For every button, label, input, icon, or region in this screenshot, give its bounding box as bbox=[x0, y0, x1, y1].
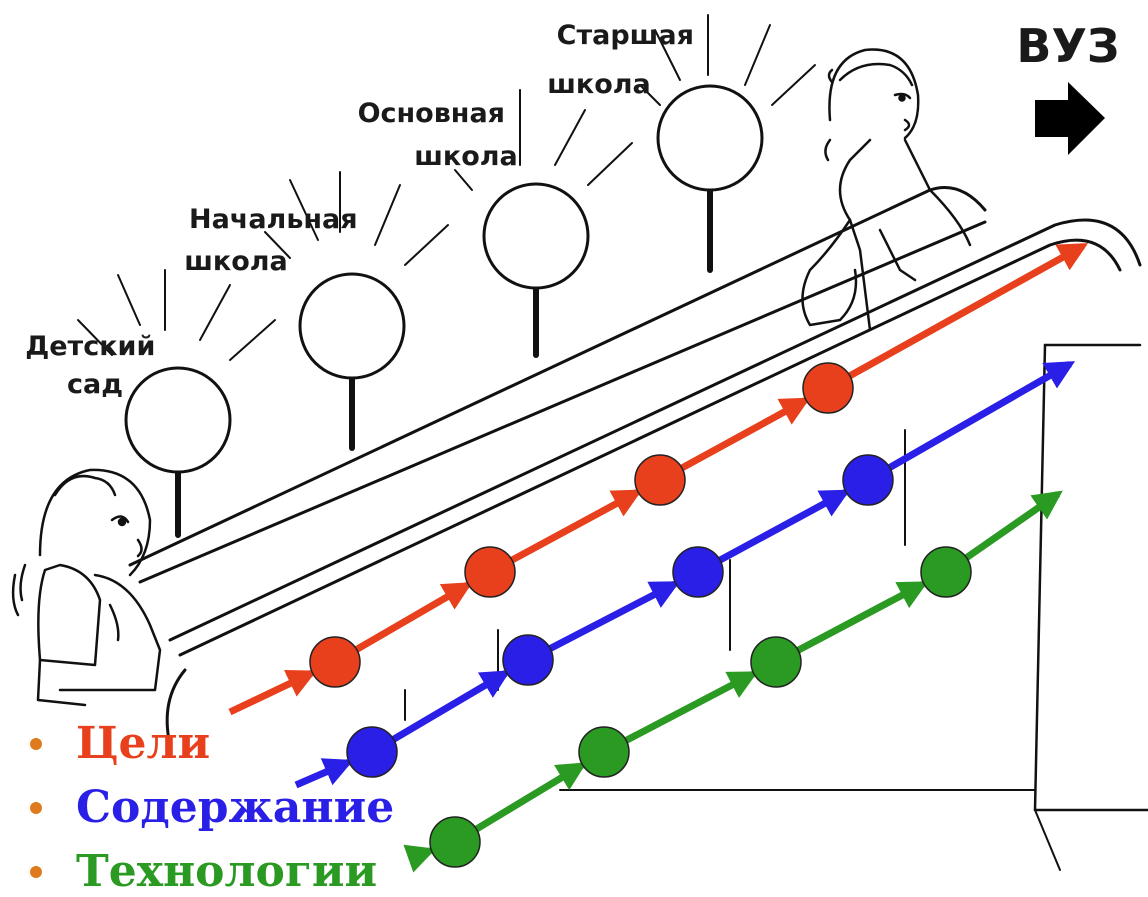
track-technology-arrow bbox=[795, 581, 929, 654]
track-content-arrow bbox=[547, 580, 681, 653]
track-technology-dot bbox=[750, 636, 802, 688]
track-goals-arrow bbox=[509, 489, 643, 564]
child-figure bbox=[11, 468, 162, 707]
track-goals-arrow bbox=[353, 582, 473, 653]
track-goals-dot bbox=[802, 362, 854, 414]
track-goals-arrow bbox=[679, 397, 811, 472]
track-content-dot bbox=[842, 454, 894, 506]
track-technology-dot bbox=[578, 726, 630, 778]
stage-sign-primary bbox=[298, 272, 406, 451]
track-content-dot bbox=[672, 546, 724, 598]
track-content-arrow bbox=[390, 670, 511, 743]
teen-figure bbox=[801, 48, 972, 332]
legend-bullet bbox=[30, 738, 42, 750]
legend-label-technology: Технологии bbox=[76, 846, 377, 897]
legend: Цели Содержание Технологии bbox=[30, 718, 394, 897]
legend-bullet bbox=[30, 802, 42, 814]
stage-sign-senior bbox=[656, 84, 764, 273]
track-technology-dot bbox=[429, 816, 481, 868]
right-arrow-icon bbox=[1035, 82, 1105, 155]
track-goals-arrow bbox=[228, 670, 317, 716]
track-technology-arrow bbox=[623, 670, 759, 744]
progress-tracks bbox=[228, 242, 1089, 873]
track-goals-dot bbox=[634, 454, 686, 506]
track-goals-dot bbox=[309, 636, 361, 688]
stage-label-basic: Основная школа bbox=[358, 98, 518, 172]
track-technology-arrow bbox=[963, 490, 1063, 562]
legend-item-technology: Технологии bbox=[30, 846, 377, 897]
track-goals-arrow bbox=[847, 242, 1089, 380]
track-content bbox=[294, 360, 1076, 789]
track-goals-dot bbox=[464, 546, 516, 598]
escalator bbox=[128, 186, 1148, 871]
destination: ВУЗ bbox=[1016, 19, 1120, 155]
legend-item-content: Содержание bbox=[30, 782, 394, 833]
stage-signs bbox=[124, 84, 764, 538]
legend-bullet bbox=[30, 866, 42, 878]
track-content-dot bbox=[502, 634, 554, 686]
track-content-dot bbox=[346, 726, 398, 778]
track-technology bbox=[403, 490, 1063, 873]
stage-labels: Детский сад Начальная школа Основная шко… bbox=[25, 20, 703, 400]
track-content-arrow bbox=[887, 360, 1076, 472]
track-technology-arrow bbox=[403, 844, 437, 873]
radiating-lines bbox=[77, 14, 816, 361]
legend-label-goals: Цели bbox=[76, 718, 210, 769]
track-technology-dot bbox=[920, 546, 972, 598]
legend-label-content: Содержание bbox=[76, 782, 394, 833]
track-content-arrow bbox=[717, 489, 851, 564]
track-goals bbox=[228, 242, 1089, 716]
stage-sign-kindergarten bbox=[124, 366, 232, 538]
legend-item-goals: Цели bbox=[30, 718, 210, 769]
track-content-arrow bbox=[294, 758, 354, 789]
track-technology-arrow bbox=[473, 762, 587, 833]
stage-label-senior: Старшая школа bbox=[547, 20, 703, 100]
stage-sign-basic bbox=[482, 182, 590, 358]
destination-label: ВУЗ bbox=[1016, 19, 1119, 73]
stage-label-kindergarten: Детский сад bbox=[25, 331, 165, 400]
stage-label-primary: Начальная школа bbox=[184, 204, 367, 277]
